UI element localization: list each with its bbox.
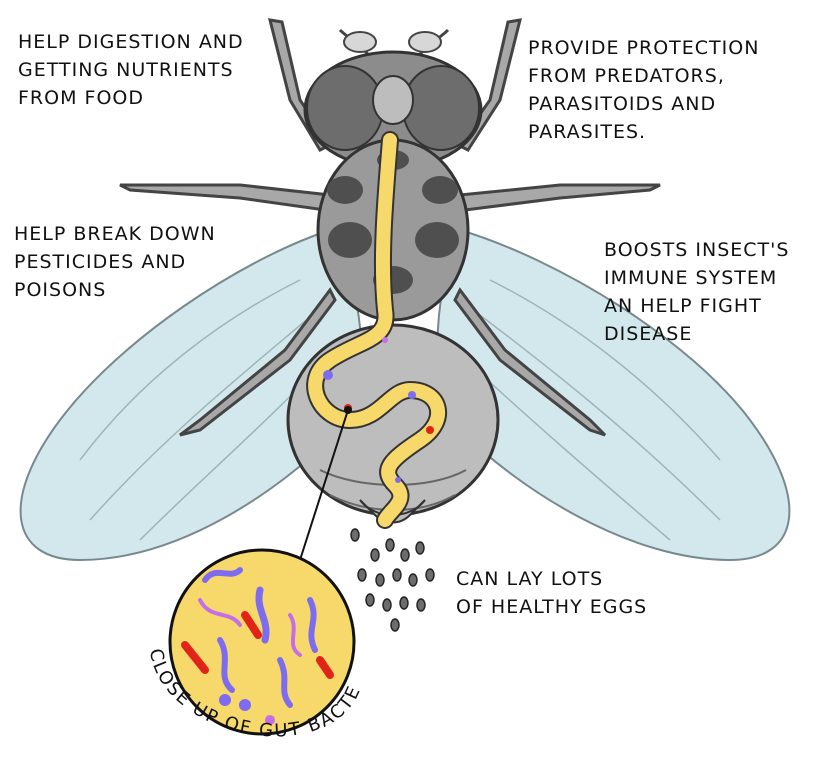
label-immune: BOOSTS INSECT'S IMMUNE SYSTEM AN HELP FI…	[604, 236, 789, 348]
label-protection: PROVIDE PROTECTION FROM PREDATORS, PARAS…	[528, 34, 759, 146]
label-pesticides: HELP BREAK DOWN PESTICIDES AND POISONS	[14, 220, 216, 304]
label-digestion: HELP DIGESTION AND GETTING NUTRIENTS FRO…	[18, 28, 244, 112]
label-eggs: CAN LAY LOTS OF HEALTHY EGGS	[456, 565, 647, 621]
eggs-cluster	[351, 529, 434, 631]
